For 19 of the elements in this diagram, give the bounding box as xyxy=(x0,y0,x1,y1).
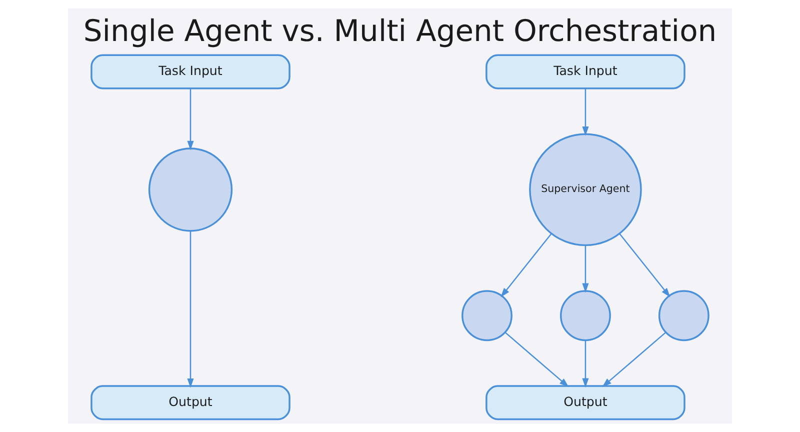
node-box: Output xyxy=(90,385,290,420)
arrow xyxy=(619,233,670,298)
arrow xyxy=(582,88,589,136)
node-circle: Supervisor Agent xyxy=(529,133,642,246)
arrow xyxy=(505,332,569,388)
node-box: Task Input xyxy=(486,54,686,90)
arrow xyxy=(187,88,194,150)
node-circle xyxy=(560,290,611,342)
node-circle xyxy=(462,290,512,342)
arrow xyxy=(582,340,589,388)
diagram-title: Single Agent vs. Multi Agent Orchestration xyxy=(83,14,717,50)
node-box: Output xyxy=(486,385,686,420)
arrow xyxy=(602,332,666,388)
arrow xyxy=(500,233,552,298)
arrow xyxy=(187,230,194,388)
node-circle xyxy=(658,290,710,342)
node-circle xyxy=(148,148,233,232)
node-box: Task Input xyxy=(90,54,290,90)
arrow xyxy=(582,245,589,293)
